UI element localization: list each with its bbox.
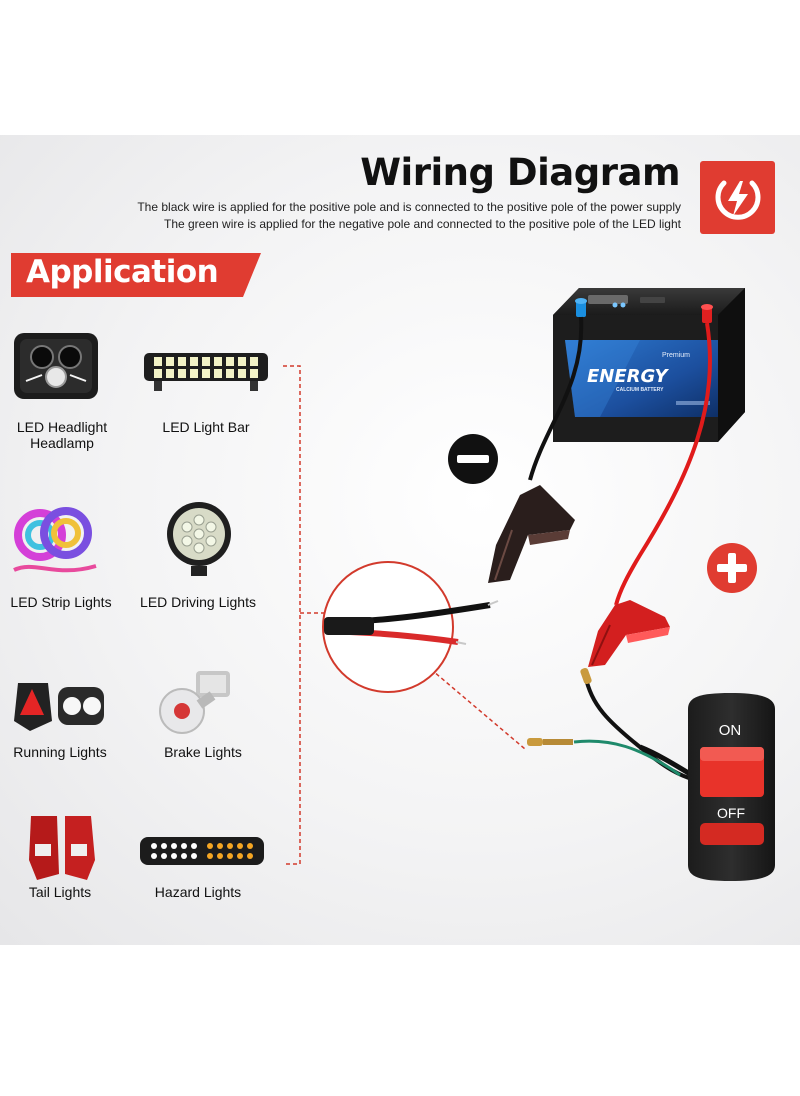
app-item-tail-lights: Tail Lights xyxy=(29,884,91,900)
switch-on-label: ON xyxy=(719,722,742,739)
battery-graphic: ENERGY Premium CALCIUM BATTERY xyxy=(553,288,745,442)
running-lights-icon xyxy=(14,683,104,731)
switch-off-label: OFF xyxy=(717,805,745,821)
app-item-hazard-lights: Hazard Lights xyxy=(155,884,241,900)
app-item-label: Tail Lights xyxy=(28,884,92,900)
app-item-light-bar: LED Light Bar xyxy=(162,419,249,435)
green-switch-wire xyxy=(573,739,681,777)
app-item-brake-lights: Brake Lights xyxy=(164,744,242,760)
app-item-label: LED Light Bar xyxy=(162,419,250,435)
app-item-label: Brake Lights xyxy=(164,744,242,760)
bullet-connectors xyxy=(527,667,592,746)
diagram-graphics: ENERGY Premium CALCIUM BATTERY xyxy=(283,288,775,881)
app-item-headlight: LED Headlight Headlamp xyxy=(17,419,107,451)
app-item-driving-lights: LED Driving Lights xyxy=(140,594,256,610)
plus-icon xyxy=(707,543,757,593)
rocker-switch-graphic: ON OFF xyxy=(688,693,775,881)
app-item-label: LED Headlight xyxy=(16,419,108,435)
application-label: Application xyxy=(26,254,219,290)
app-item-label: Hazard Lights xyxy=(154,884,242,900)
strip-lights-icon xyxy=(13,507,97,573)
dashed-bracket xyxy=(283,365,526,865)
black-battery-wire xyxy=(528,316,584,481)
app-item-label-line2: Headlamp xyxy=(30,435,94,451)
description-line-2: The green wire is applied for the negati… xyxy=(163,217,681,231)
page-title: Wiring Diagram xyxy=(360,151,680,194)
tail-lights-icon xyxy=(29,816,95,880)
black-clamp-graphic xyxy=(488,485,575,583)
headlight-icon xyxy=(14,333,98,399)
power-bolt-icon xyxy=(715,180,761,220)
wire-zoom-circle xyxy=(322,561,499,693)
app-item-label: Running Lights xyxy=(13,744,107,760)
red-clamp-graphic xyxy=(588,600,670,667)
battery-brand: ENERGY xyxy=(587,366,670,387)
wiring-diagram-panel: ENERGY Premium CALCIUM BATTERY xyxy=(0,135,800,945)
app-item-label: LED Strip Lights xyxy=(10,594,112,610)
battery-tag: Premium xyxy=(662,352,690,359)
minus-icon xyxy=(448,434,498,484)
description-line-1: The black wire is applied for the positi… xyxy=(137,200,681,214)
red-battery-wire xyxy=(614,322,712,606)
power-bolt-badge xyxy=(700,161,775,234)
battery-subtitle: CALCIUM BATTERY xyxy=(616,387,664,393)
brake-bulb-icon xyxy=(159,671,230,734)
light-bar-icon xyxy=(144,353,268,391)
application-banner xyxy=(11,253,261,297)
app-item-strip-lights: LED Strip Lights xyxy=(10,594,111,610)
app-item-label: LED Driving Lights xyxy=(140,594,256,610)
hazard-lights-icon xyxy=(140,837,264,865)
app-item-running-lights: Running Lights xyxy=(13,744,106,760)
driving-light-icon xyxy=(167,502,231,576)
